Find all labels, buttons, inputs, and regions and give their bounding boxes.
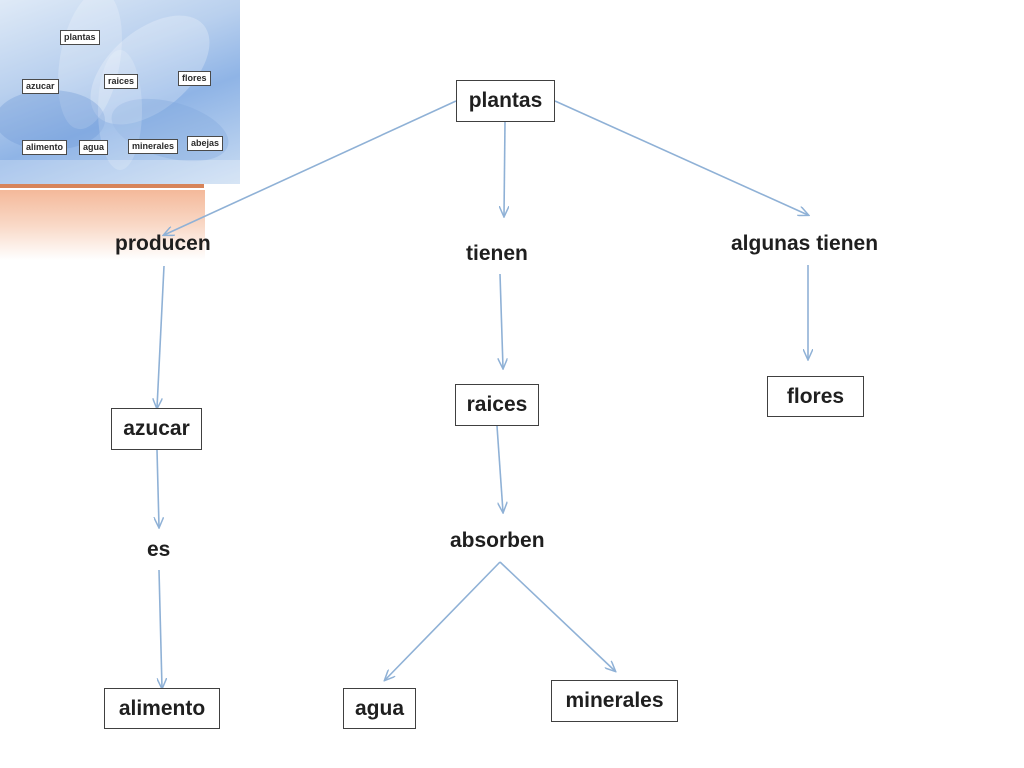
banner-label-azucar: azucar	[22, 79, 59, 94]
link-absorben: absorben	[450, 529, 545, 552]
banner-label-agua: agua	[79, 140, 109, 155]
edge-tienen-raices	[500, 273, 503, 368]
banner-image: plantas azucar raices flores alimento ag…	[0, 0, 240, 184]
banner-fade	[0, 190, 205, 260]
concept-plantas: plantas	[456, 80, 555, 122]
link-tienen: tienen	[466, 242, 528, 265]
concept-agua: agua	[343, 688, 416, 729]
flower-decoration	[0, 0, 240, 184]
concept-raices: raices	[455, 384, 539, 426]
concept-azucar: azucar	[111, 408, 202, 450]
link-producen: producen	[115, 232, 211, 255]
banner-label-flores: flores	[178, 71, 211, 86]
link-es: es	[147, 538, 171, 561]
edge-plantas-producen	[164, 100, 457, 235]
edge-plantas-algunas-tienen	[554, 100, 808, 215]
banner-label-minerales: minerales	[128, 139, 179, 154]
edge-es-alimento	[159, 569, 162, 688]
banner-label-alimento: alimento	[22, 140, 68, 155]
banner-label-raices: raices	[104, 74, 139, 89]
concept-flores: flores	[767, 376, 864, 417]
edge-plantas-tienen	[504, 121, 505, 216]
edge-azucar-es	[157, 449, 159, 527]
concept-alimento: alimento	[104, 688, 220, 729]
edge-producen-azucar	[157, 265, 165, 408]
banner-divider	[0, 184, 204, 188]
banner-label-abejas: abejas	[187, 136, 224, 151]
concept-minerales: minerales	[551, 680, 678, 722]
banner-label-plantas: plantas	[60, 30, 100, 45]
link-algunas-tienen: algunas tienen	[731, 232, 879, 255]
edge-absorben-minerales	[499, 561, 615, 671]
edge-raices-absorben	[496, 425, 503, 512]
edge-absorben-agua	[385, 561, 501, 680]
